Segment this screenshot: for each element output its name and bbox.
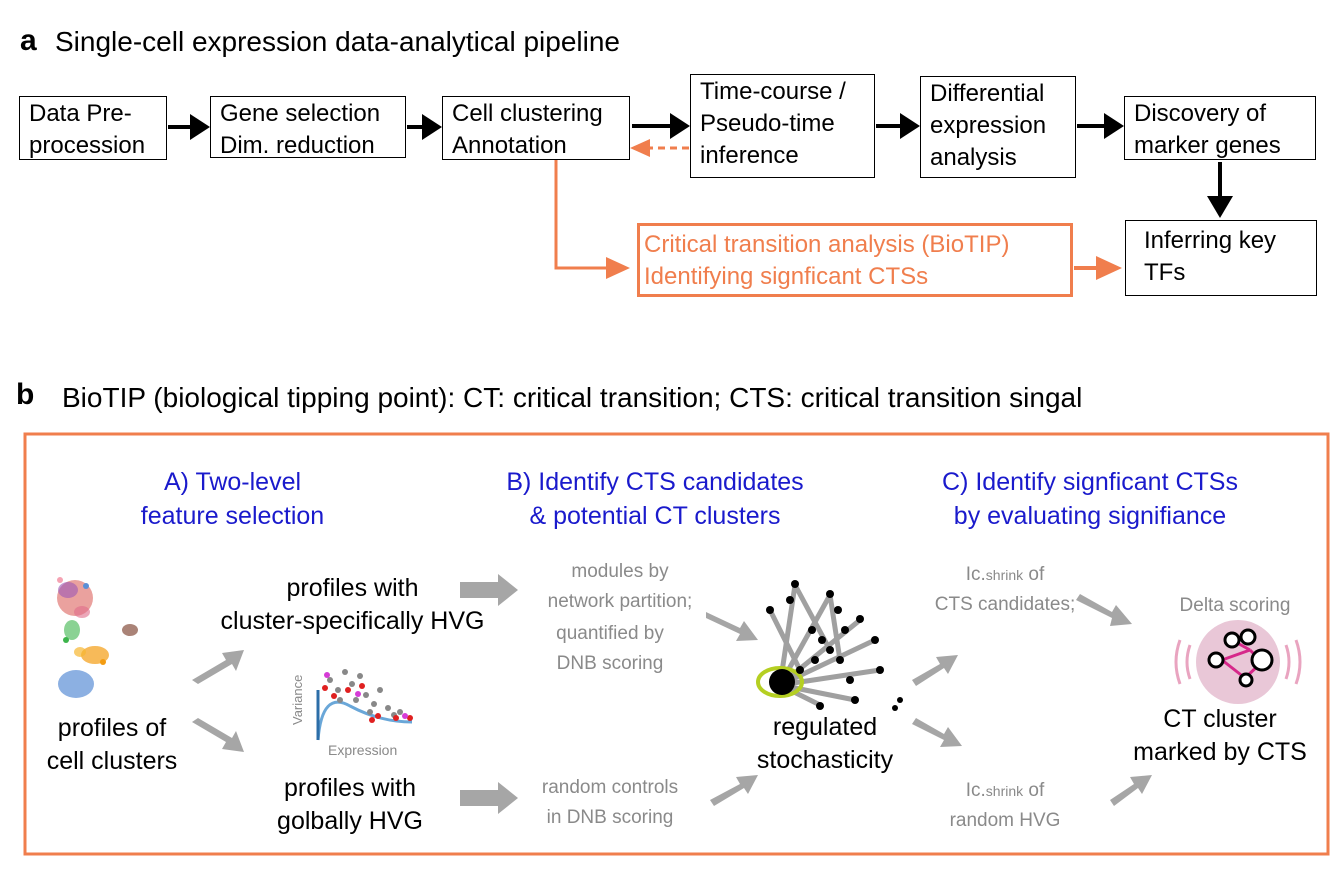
box-timecourse-line2: Pseudo-time <box>700 110 835 137</box>
heading-identify-candidates-line1: B) Identify CTS candidates <box>506 468 804 496</box>
box-timecourse-line1: Time-course / <box>700 78 846 105</box>
box-differential-line3: analysis <box>930 144 1017 171</box>
heading-two-level: A) Two-level feature selection <box>100 465 365 533</box>
orange-back-arrow <box>630 139 689 157</box>
label-ic-cts-line2: CTS candidates; <box>934 594 1076 615</box>
label-cell-clusters-line2: cell clusters <box>46 747 178 775</box>
delta-scoring-graphic <box>1174 620 1302 704</box>
label-regulated-line2: stochasticity <box>756 746 894 774</box>
network-graph <box>756 580 903 711</box>
ic-random-subscript: shrink <box>985 783 1024 799</box>
label-ic-cts-line1: Ic.shrink of <box>915 560 1095 590</box>
label-regulated-stochasticity: regulated stochasticity <box>735 711 915 777</box>
heading-identify-candidates-line2: & potential CT clusters <box>529 502 781 530</box>
ic-cts-tail: of <box>1023 564 1045 585</box>
label-modules: modules by network partition; <box>520 557 720 617</box>
label-random-controls-line1: random controls <box>541 777 679 798</box>
label-ic-random-line2: random HVG <box>949 810 1061 831</box>
ic-cts-subscript: shrink <box>985 567 1024 583</box>
label-global-hvg-line1: profiles with <box>284 774 416 802</box>
label-global-hvg: profiles with golbally HVG <box>250 772 450 838</box>
arrow-markers-to-tfs <box>1207 196 1233 218</box>
arrow-clustering-to-timecourse <box>670 113 690 139</box>
label-ct-cluster: CT cluster marked by CTS <box>1115 703 1325 769</box>
label-modules-line2: network partition; <box>547 591 693 612</box>
box-timecourse-line3: inference <box>700 142 799 169</box>
box-differential: Differential expression analysis <box>920 76 1076 178</box>
label-quantified-line2: DNB scoring <box>556 653 664 674</box>
ic-random-tail: of <box>1023 780 1045 801</box>
label-cluster-hvg-line2: cluster-specifically HVG <box>220 607 485 635</box>
arrow-selection-to-clustering <box>422 114 442 140</box>
heading-significant-cts-line1: C) Identify signficant CTSs <box>942 468 1238 496</box>
box-gene-selection-line1: Gene selection <box>220 100 381 127</box>
label-global-hvg-line2: golbally HVG <box>277 807 423 835</box>
heading-identify-candidates: B) Identify CTS candidates & potential C… <box>470 465 840 533</box>
orange-arrow-to-tfs <box>1074 256 1122 280</box>
heading-significant-cts: C) Identify signficant CTSs by evaluatin… <box>905 465 1275 533</box>
cell-cluster-scatter <box>57 577 138 698</box>
panel-b-frame <box>23 432 1330 856</box>
ic-cts-main: Ic. <box>965 564 986 585</box>
heading-two-level-line1: A) Two-level <box>163 468 302 496</box>
panel-b-letter: b <box>16 378 35 411</box>
flow-arrows <box>168 113 1233 218</box>
heading-two-level-line2: feature selection <box>140 502 325 530</box>
box-gene-selection-line2: Dim. reduction <box>220 132 375 159</box>
label-random-controls-line2: in DNB scoring <box>546 807 674 828</box>
box-markers: Discovery of marker genes <box>1124 96 1316 160</box>
label-regulated-line1: regulated <box>772 713 878 741</box>
box-preprocess-line1: Data Pre- <box>29 100 132 127</box>
label-delta-scoring: Delta scoring <box>1179 595 1291 616</box>
box-tfs-line2: TFs <box>1144 259 1186 286</box>
box-differential-line1: Differential <box>930 80 1045 107</box>
box-gene-selection: Gene selection Dim. reduction <box>210 96 406 159</box>
label-ic-random-line1: Ic.shrink of <box>915 776 1095 806</box>
gray-arrows <box>192 574 1152 814</box>
box-preprocess: Data Pre- procession <box>19 96 167 160</box>
box-clustering: Cell clustering Annotation <box>442 96 630 160</box>
box-markers-line1: Discovery of <box>1134 100 1267 127</box>
label-random-controls: random controls in DNB scoring <box>520 773 700 833</box>
label-ic-random: Ic.shrink of random HVG <box>915 776 1095 836</box>
box-markers-line2: marker genes <box>1134 132 1281 159</box>
box-clustering-line1: Cell clustering <box>452 100 603 127</box>
box-critical-line1: Critical transition analysis (BioTIP) <box>644 231 1010 258</box>
box-preprocess-line2: procession <box>29 132 146 159</box>
heading-significant-cts-line2: by evaluating signifiance <box>953 502 1227 530</box>
label-ic-cts: Ic.shrink of CTS candidates; <box>915 560 1095 620</box>
label-cluster-hvg-line1: profiles with <box>286 574 419 602</box>
panel-a-letter: a <box>20 24 37 57</box>
axis-variance-label: Variance <box>290 674 305 725</box>
panel-a-title: Single-cell expression data-analytical p… <box>55 26 620 57</box>
arrow-differential-to-markers <box>1104 113 1124 139</box>
label-cell-clusters-line1: profiles of <box>57 714 167 742</box>
label-modules-line1: modules by <box>571 561 669 582</box>
panel-b-title: BioTIP (biological tipping point): CT: c… <box>62 382 1083 413</box>
orange-path-arrow <box>554 160 630 279</box>
label-ct-cluster-line2: marked by CTS <box>1133 738 1307 766</box>
label-cell-clusters: profiles of cell clusters <box>22 712 202 778</box>
arrow-timecourse-to-differential <box>900 113 920 139</box>
box-critical-line2: Identifying signficant CTSs <box>644 263 929 290</box>
label-ct-cluster-line1: CT cluster <box>1163 705 1277 733</box>
box-tfs-line1: Inferring key <box>1144 227 1277 254</box>
arrow-preprocess-to-selection <box>190 114 210 140</box>
box-timecourse: Time-course / Pseudo-time inference <box>690 74 875 178</box>
box-differential-line2: expression <box>930 112 1047 139</box>
label-quantified-line1: quantified by <box>556 623 664 644</box>
axis-expression-label: Expression <box>328 742 398 758</box>
box-clustering-line2: Annotation <box>452 132 567 159</box>
box-tfs: Inferring key TFs <box>1125 220 1317 296</box>
box-critical-transition: Critical transition analysis (BioTIP) Id… <box>637 223 1073 297</box>
label-cluster-hvg: profiles with cluster-specifically HVG <box>195 572 510 638</box>
ic-random-main: Ic. <box>965 780 986 801</box>
label-quantified: quantified by DNB scoring <box>520 619 700 679</box>
variance-expression-plot <box>316 669 413 741</box>
